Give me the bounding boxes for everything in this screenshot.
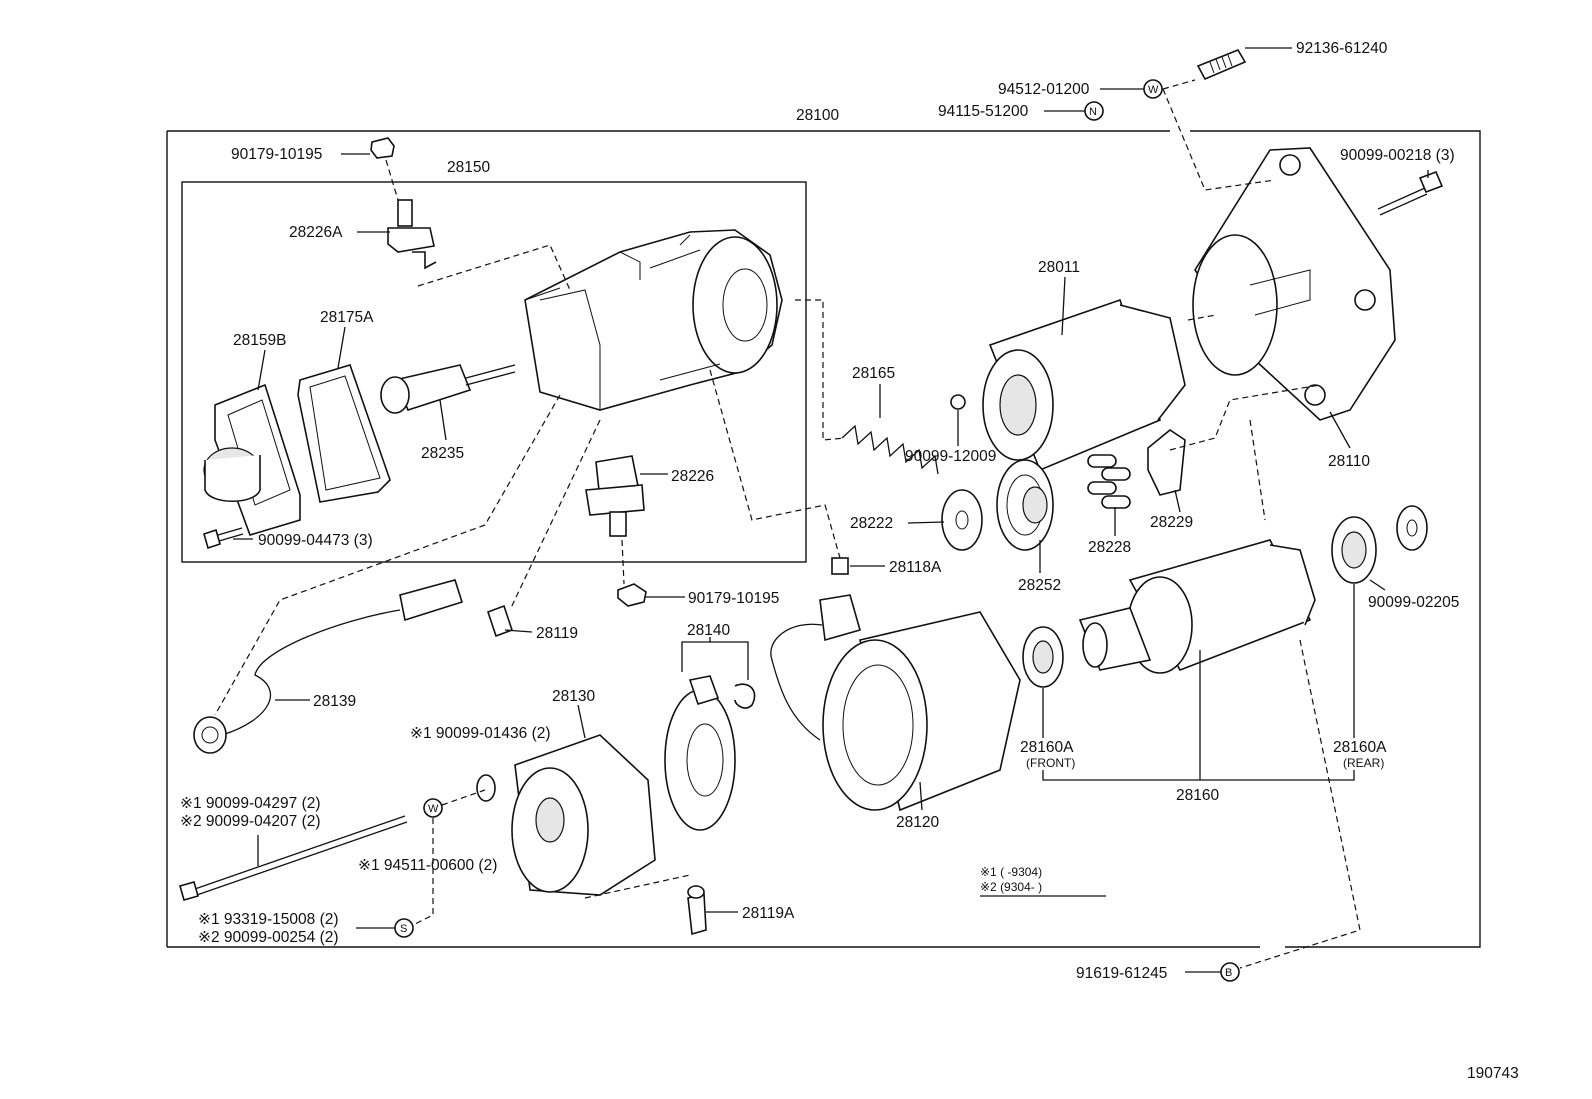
magnetic-switch-housing-drawing <box>524 229 783 411</box>
label-94512-01200: 94512-01200 <box>998 81 1090 98</box>
label-rear: (REAR) <box>1343 756 1384 770</box>
label-90099-00218: 90099-00218 (3) <box>1340 147 1455 164</box>
label-28160: 28160 <box>1176 787 1219 804</box>
rollers-drawing <box>1087 454 1131 509</box>
spring-drawing <box>841 424 939 475</box>
screw-symbol-s: S <box>394 918 414 938</box>
front-bearing-drawing <box>1022 626 1064 688</box>
through-bolt-drawing <box>1377 170 1444 216</box>
switch-cover-drawing <box>203 383 301 536</box>
terminal-28119-drawing <box>486 604 514 638</box>
washer-28222-drawing <box>941 489 983 551</box>
label-28222: 28222 <box>850 515 893 532</box>
label-90179-10195-bottom: 90179-10195 <box>688 590 779 607</box>
symbol-s-text: S <box>400 923 407 935</box>
symbol-w-text: W <box>1148 84 1159 96</box>
terminal-28226a-drawing <box>387 199 437 270</box>
nut-symbol-n: N <box>1084 101 1104 121</box>
label-28011: 28011 <box>1038 259 1080 276</box>
washer-symbol-w-lower: W <box>423 798 443 818</box>
symbol-b-text: B <box>1225 967 1232 979</box>
assembly-frame-28100 <box>166 130 1481 948</box>
insulator-drawing <box>831 557 849 575</box>
label-28139: 28139 <box>313 693 356 710</box>
long-bolt-drawing <box>179 815 408 901</box>
label-28110: 28110 <box>1328 453 1370 470</box>
assembly-dashed-lines <box>214 79 1361 969</box>
label-28229: 28229 <box>1150 514 1193 531</box>
label-90099-01436: ※1 90099-01436 (2) <box>410 725 551 742</box>
label-90099-12009: 90099-12009 <box>905 448 996 465</box>
label-28130: 28130 <box>552 688 595 705</box>
cover-bolt-drawing <box>203 527 244 550</box>
label-28140: 28140 <box>687 622 730 639</box>
label-front: (FRONT) <box>1026 756 1075 770</box>
label-90099-04207: ※2 90099-04207 (2) <box>180 813 321 830</box>
armature-drawing <box>1078 539 1316 674</box>
label-28175a: 28175A <box>320 309 374 326</box>
stud-bolt-drawing <box>1196 49 1247 81</box>
label-90099-04473: 90099-04473 (3) <box>258 532 373 549</box>
label-94115-51200: 94115-51200 <box>938 103 1029 120</box>
rear-bearing-drawing <box>1331 516 1377 584</box>
yoke-drawing <box>770 594 1021 812</box>
label-90179-10195-top: 90179-10195 <box>231 146 322 163</box>
washer-symbol-w: W <box>1143 79 1163 99</box>
terminal-28119a-drawing <box>687 892 707 936</box>
retainer-drawing <box>1147 429 1186 496</box>
label-28228: 28228 <box>1088 539 1131 556</box>
plunger-drawing <box>380 364 516 414</box>
starter-housing-drawing <box>1192 147 1396 421</box>
note-2: ※2 (9304- ) <box>980 880 1042 894</box>
idle-gear-drawing <box>996 459 1054 551</box>
label-28118a: 28118A <box>889 559 942 576</box>
label-28120: 28120 <box>896 814 939 831</box>
label-93319-15008: ※1 93319-15008 (2) <box>198 911 339 928</box>
starter-clutch-drawing <box>982 298 1186 472</box>
label-28119: 28119 <box>536 625 578 642</box>
terminal-28226-drawing <box>585 455 645 537</box>
label-28100: 28100 <box>796 107 839 124</box>
label-28252: 28252 <box>1018 577 1061 594</box>
symbol-w-lower-text: W <box>428 803 439 815</box>
label-90099-00254: ※2 90099-00254 (2) <box>198 929 339 946</box>
label-28159b: 28159B <box>233 332 286 349</box>
label-28150: 28150 <box>447 159 490 176</box>
label-94511-00600: ※1 94511-00600 (2) <box>358 857 497 874</box>
label-90099-04297: ※1 90099-04297 (2) <box>180 795 321 812</box>
terminal-nut-bottom-drawing <box>617 583 647 607</box>
gasket-drawing <box>297 364 391 503</box>
terminal-nut-top-drawing <box>370 137 395 159</box>
subassembly-frame-28150 <box>181 181 807 563</box>
note-1: ※1 ( -9304) <box>980 865 1042 879</box>
label-28160a-front: 28160A <box>1020 739 1074 756</box>
leader-lines <box>233 47 1429 973</box>
label-28226: 28226 <box>671 468 714 485</box>
bolt-symbol-b: B <box>1220 962 1240 982</box>
label-28226a: 28226A <box>289 224 343 241</box>
symbol-n-text: N <box>1089 106 1097 118</box>
end-frame-drawing <box>511 734 656 896</box>
washer-02205-drawing <box>1396 505 1428 551</box>
lead-wire-drawing <box>193 579 464 754</box>
label-28165: 28165 <box>852 365 895 382</box>
brush-holder-drawing <box>664 675 756 831</box>
steel-ball-drawing <box>950 394 966 410</box>
label-28160a-rear: 28160A <box>1333 739 1387 756</box>
label-28235: 28235 <box>421 445 464 462</box>
label-28119a: 28119A <box>742 905 795 922</box>
label-90099-02205: 90099-02205 <box>1368 594 1459 611</box>
diagram-id: 190743 <box>1467 1065 1519 1082</box>
label-92136-61240: 92136-61240 <box>1296 40 1388 57</box>
label-91619-61245: 91619-61245 <box>1076 965 1167 982</box>
end-frame-washer-drawing <box>476 774 496 802</box>
part-labels: 92136-61240 94512-01200 94115-51200 2810… <box>180 40 1519 1082</box>
